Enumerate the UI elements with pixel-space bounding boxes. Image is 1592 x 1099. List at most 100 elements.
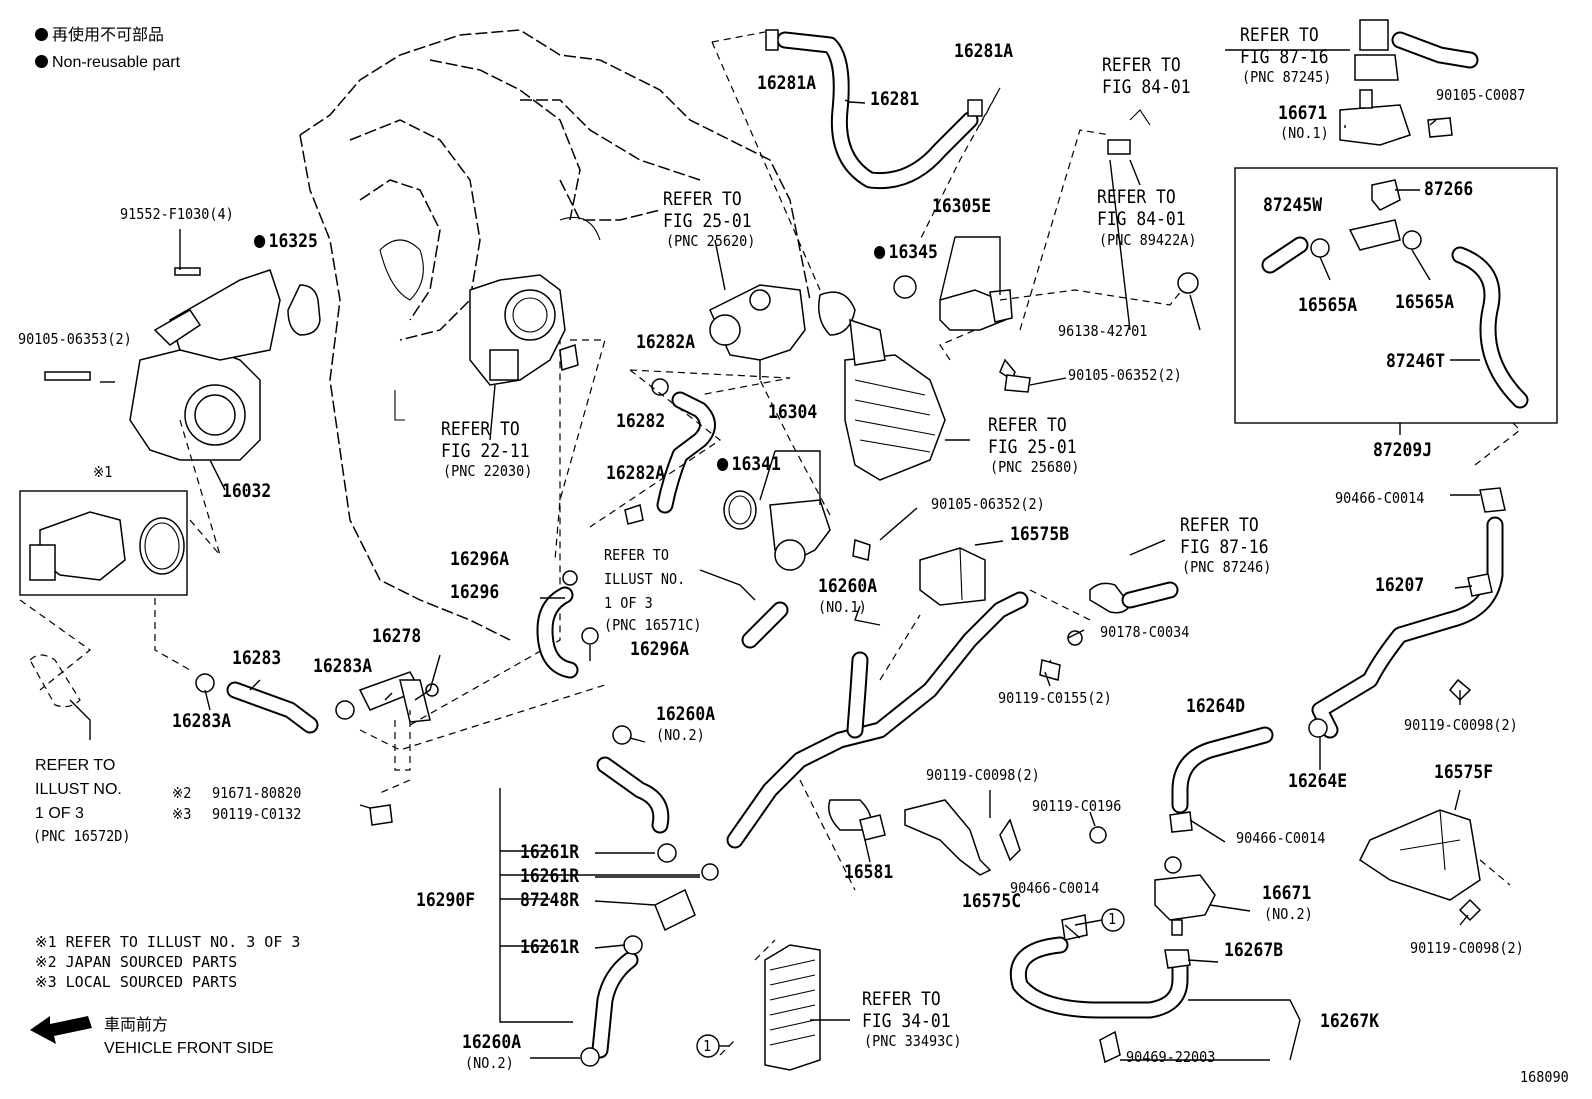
label-90119-C0098[interactable]: 90119-C0098(2) <box>926 766 1040 784</box>
label-16290F[interactable]: 16290F <box>416 889 476 911</box>
label-16261R[interactable]: 16261R <box>520 936 580 958</box>
label-16260A[interactable]: 16260A <box>656 703 716 725</box>
label-16282A[interactable]: 16282A <box>606 462 666 484</box>
label-16304[interactable]: 16304 <box>768 401 818 423</box>
label-90119-C0132[interactable]: 90119-C0132 <box>212 805 302 823</box>
label-96138-42701[interactable]: 96138-42701 <box>1058 322 1148 340</box>
label-16281A[interactable]: 16281A <box>954 40 1014 62</box>
refer-fig84-01-a-fig[interactable]: FIG 84-01 <box>1102 76 1191 98</box>
label-90105-C0087[interactable]: 90105-C0087 <box>1436 86 1526 104</box>
label-16325[interactable]: 16325 <box>254 232 318 251</box>
refer-illust-1of3-b-page[interactable]: 1 OF 3 <box>35 805 84 822</box>
label-16260A[interactable]: 16260A <box>818 575 878 597</box>
label-87245W[interactable]: 87245W <box>1263 194 1323 216</box>
oil-cooler <box>764 944 821 1071</box>
label-90178-C0034[interactable]: 90178-C0034 <box>1100 623 1190 641</box>
refer-fig22-11[interactable]: REFER TO <box>441 418 520 440</box>
label-90105-06352[interactable]: 90105-06352(2) <box>1068 366 1182 384</box>
label-90469-22003[interactable]: 90469-22003 <box>1126 1048 1216 1066</box>
label-16260A[interactable]: 16260A <box>462 1031 522 1053</box>
label-90119-C0098[interactable]: 90119-C0098(2) <box>1404 716 1518 734</box>
refer-fig25-01-a-fig[interactable]: FIG 25-01 <box>663 210 752 232</box>
label-90105-06352[interactable]: 90105-06352(2) <box>931 495 1045 513</box>
label-91552-F1030[interactable]: 91552-F1030(4) <box>120 205 234 223</box>
label-90105-06353[interactable]: 90105-06353(2) <box>18 330 132 348</box>
refer-fig87-16-b-pnc: (PNC 87246) <box>1182 558 1272 576</box>
label-16671[interactable]: 16671 <box>1278 102 1328 124</box>
label-16565A[interactable]: 16565A <box>1298 294 1358 316</box>
label-16261R[interactable]: 16261R <box>520 841 580 863</box>
label-91671-80820[interactable]: 91671-80820 <box>212 784 302 802</box>
label-16575C[interactable]: 16575C <box>962 890 1022 912</box>
label-16264D[interactable]: 16264D <box>1186 695 1246 717</box>
refer-fig25-01-a[interactable]: REFER TO <box>663 188 742 210</box>
label-90466-C0014[interactable]: 90466-C0014 <box>1236 829 1326 847</box>
refer-illust-1of3-b[interactable]: REFER TO <box>35 757 116 774</box>
label-16345[interactable]: 16345 <box>874 243 938 262</box>
label-16581[interactable]: 16581 <box>844 861 894 883</box>
refer-fig25-01-b-fig[interactable]: FIG 25-01 <box>988 436 1077 458</box>
bypass-pipe-16305E <box>893 275 1016 382</box>
label-note-x3: ※3 <box>172 805 192 823</box>
refer-fig22-11-pnc: (PNC 22030) <box>443 462 533 480</box>
hoses-16261R <box>580 725 719 1067</box>
main-water-pipe <box>726 591 1029 849</box>
refer-fig84-01-b-fig[interactable]: FIG 84-01 <box>1097 208 1186 230</box>
label-87246T[interactable]: 87246T <box>1386 350 1446 372</box>
refer-fig25-01-b[interactable]: REFER TO <box>988 414 1067 436</box>
label-16267K[interactable]: 16267K <box>1320 1010 1380 1032</box>
label-87266[interactable]: 87266 <box>1424 178 1474 200</box>
footnote-1: ※1 REFER TO ILLUST NO. 3 OF 3 <box>35 933 301 951</box>
label-16296A[interactable]: 16296A <box>630 638 690 660</box>
label-16575F[interactable]: 16575F <box>1434 761 1494 783</box>
refer-fig87-16-a[interactable]: REFER TO <box>1240 24 1319 46</box>
label-90466-C0014[interactable]: 90466-C0014 <box>1010 879 1100 897</box>
refer-illust-1of3-a-illust[interactable]: ILLUST NO. <box>604 570 686 588</box>
refer-fig22-11-fig[interactable]: FIG 22-11 <box>441 440 530 462</box>
refer-illust-1of3-a-page[interactable]: 1 OF 3 <box>604 594 653 612</box>
non-reusable-dot-icon <box>254 235 266 248</box>
refer-fig87-16-b-fig[interactable]: FIG 87-16 <box>1180 536 1269 558</box>
label-16296[interactable]: 16296 <box>450 581 500 603</box>
label-16345-text: 16345 <box>888 241 938 263</box>
refer-fig87-16-b[interactable]: REFER TO <box>1180 514 1259 536</box>
label-16575B[interactable]: 16575B <box>1010 523 1070 545</box>
label-no1: (NO.1) <box>1280 124 1329 142</box>
label-90119-C0155[interactable]: 90119-C0155(2) <box>998 689 1112 707</box>
refer-illust-1of3-b-pnc: (PNC 16572D) <box>33 827 131 845</box>
refer-fig87-16-a-fig[interactable]: FIG 87-16 <box>1240 46 1329 68</box>
refer-illust-1of3-a[interactable]: REFER TO <box>604 546 670 564</box>
refer-fig84-01-a[interactable]: REFER TO <box>1102 54 1181 76</box>
label-16296A[interactable]: 16296A <box>450 548 510 570</box>
refer-illust-1of3-b-illust[interactable]: ILLUST NO. <box>35 781 122 798</box>
label-16341[interactable]: 16341 <box>717 455 781 474</box>
label-87248R[interactable]: 87248R <box>520 889 580 911</box>
refer-fig34-01-fig[interactable]: FIG 34-01 <box>862 1010 951 1032</box>
label-16032[interactable]: 16032 <box>222 480 272 502</box>
label-16207[interactable]: 16207 <box>1375 574 1425 596</box>
label-16283A[interactable]: 16283A <box>172 710 232 732</box>
label-16283A[interactable]: 16283A <box>313 655 373 677</box>
label-16281A[interactable]: 16281A <box>757 72 817 94</box>
label-16305E[interactable]: 16305E <box>932 195 992 217</box>
label-16283[interactable]: 16283 <box>232 647 282 669</box>
diagram-number: 168090 <box>1520 1068 1569 1086</box>
footnote-2: ※2 JAPAN SOURCED PARTS <box>35 953 238 971</box>
label-16278[interactable]: 16278 <box>372 625 422 647</box>
label-90466-C0014[interactable]: 90466-C0014 <box>1335 489 1425 507</box>
label-90119-C0196[interactable]: 90119-C0196 <box>1032 797 1122 815</box>
label-16671[interactable]: 16671 <box>1262 882 1312 904</box>
label-90119-C0098[interactable]: 90119-C0098(2) <box>1410 939 1524 957</box>
refer-fig84-01-b[interactable]: REFER TO <box>1097 186 1176 208</box>
label-16282[interactable]: 16282 <box>616 410 666 432</box>
hose-16282 <box>624 378 716 525</box>
label-16267B[interactable]: 16267B <box>1224 939 1284 961</box>
refer-fig87-16-a-pnc: (PNC 87245) <box>1242 68 1332 86</box>
label-16281[interactable]: 16281 <box>870 88 920 110</box>
label-16261R[interactable]: 16261R <box>520 865 580 887</box>
label-87209J[interactable]: 87209J <box>1373 439 1433 461</box>
label-16264E[interactable]: 16264E <box>1288 770 1348 792</box>
refer-fig34-01[interactable]: REFER TO <box>862 988 941 1010</box>
label-16565A[interactable]: 16565A <box>1395 291 1455 313</box>
label-16282A[interactable]: 16282A <box>636 331 696 353</box>
